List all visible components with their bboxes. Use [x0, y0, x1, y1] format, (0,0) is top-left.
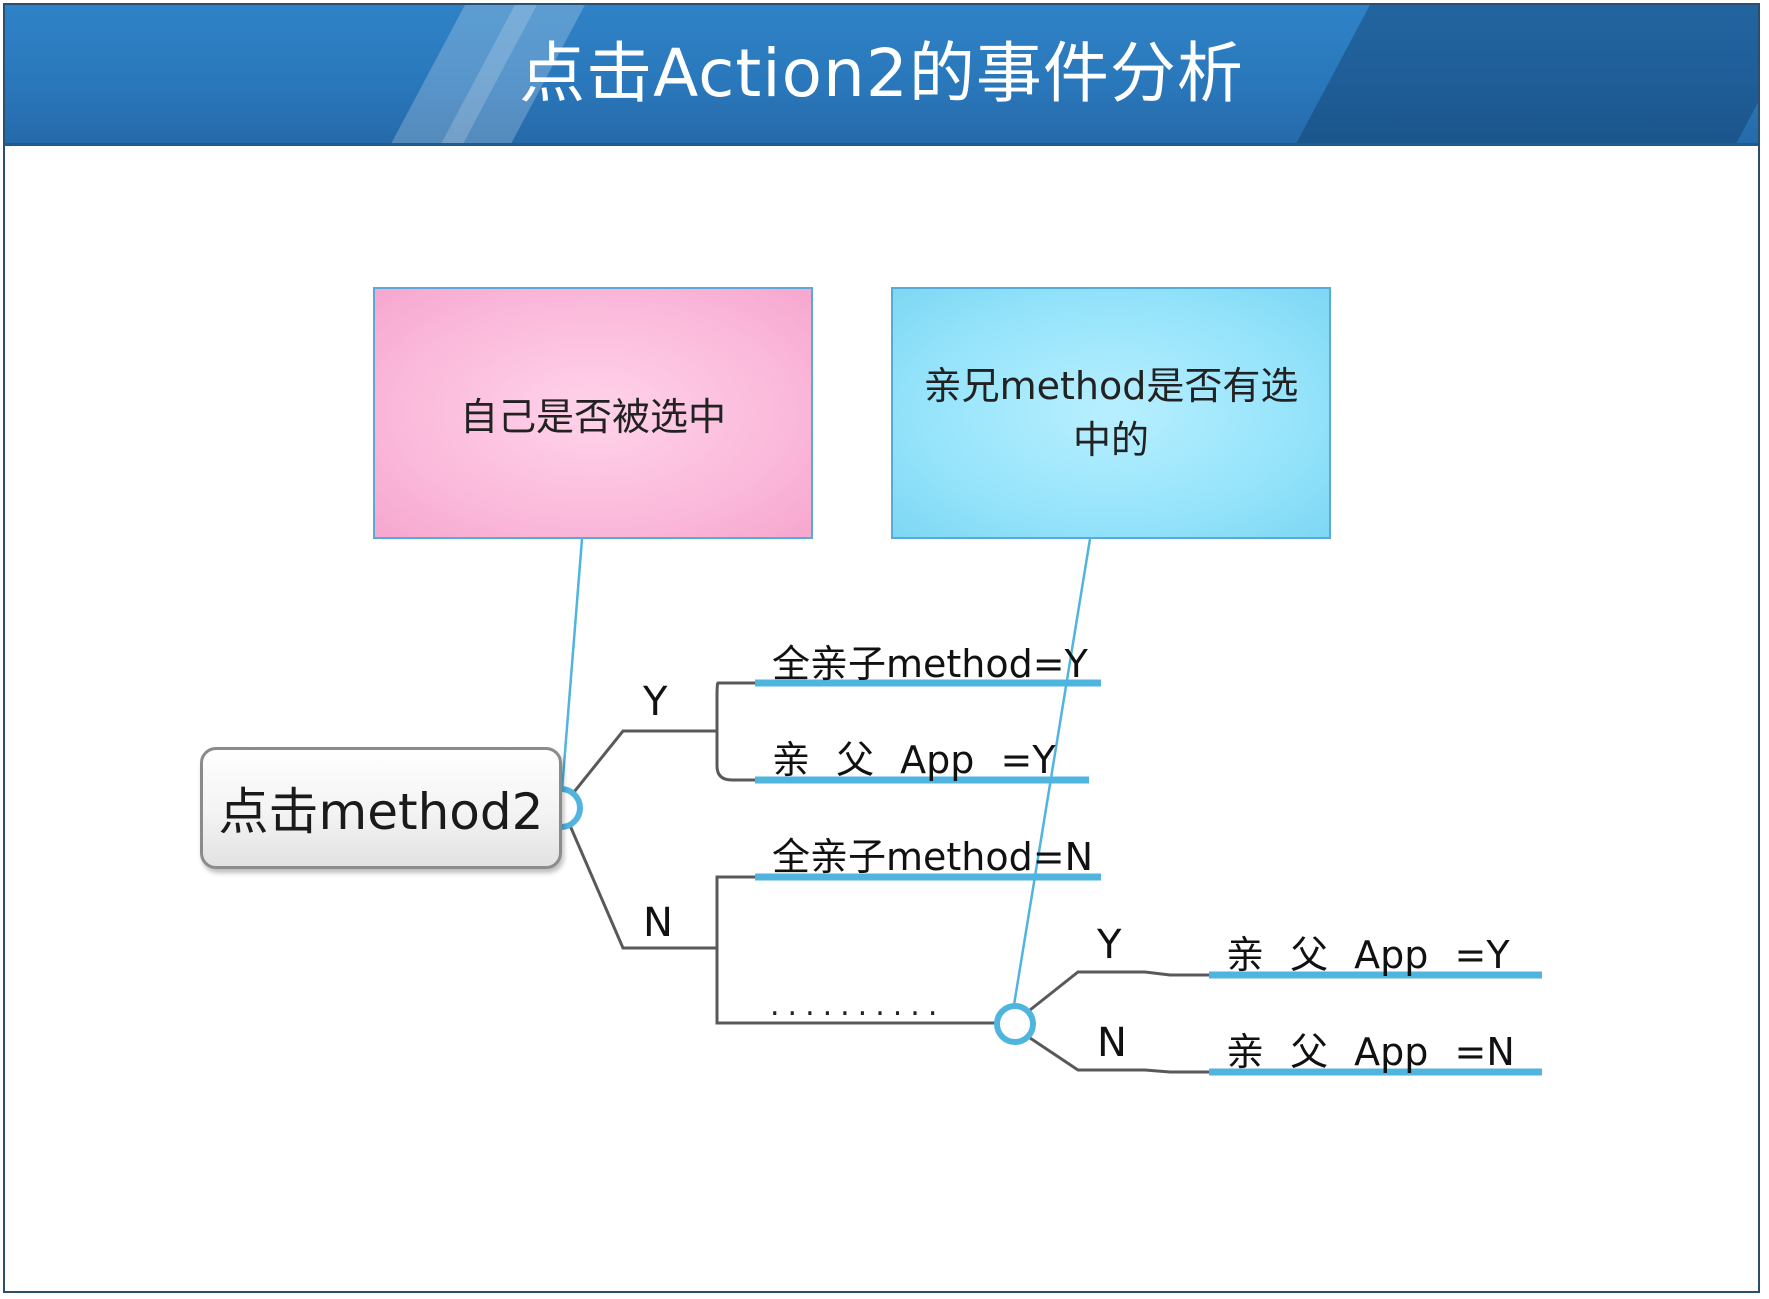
branch-yes-label: Y [643, 679, 668, 725]
connector-root-to-yes [560, 729, 693, 808]
bracket-no [715, 875, 755, 1025]
sub-branch-no-label: N [1097, 1020, 1127, 1066]
connector-root-to-no [560, 806, 693, 950]
sub-branch-yes-label: Y [1097, 922, 1122, 968]
subnode-junction-circle [994, 1003, 1036, 1045]
condition-self-selected-text: 自己是否被选中 [459, 394, 726, 439]
condition-sibling-selected-text: 亲兄method是否有选中的 [923, 364, 1299, 462]
connector-subnode-to-yes [1029, 970, 1209, 1012]
sub-yes-parent-app-label: 亲 父 App =Y [1226, 933, 1510, 977]
connector-subnode-to-no [1029, 1036, 1209, 1074]
callout-line-sibling-selected [1012, 538, 1092, 1006]
branch-no-label: N [643, 900, 673, 946]
root-node: 点击method2 [200, 747, 562, 869]
root-node-label: 点击method2 [218, 783, 544, 841]
bracket-yes [715, 681, 755, 782]
title-banner: 点击Action2的事件分析 [5, 5, 1758, 146]
ellipsis-label: .......... [770, 988, 946, 1023]
callout-line-self-selected [560, 538, 584, 791]
slide-title: 点击Action2的事件分析 [519, 35, 1244, 112]
yes-all-children-label: 全亲子method=Y [772, 642, 1088, 686]
sub-no-parent-app-label: 亲 父 App =N [1226, 1030, 1515, 1074]
condition-box-sibling-selected: 亲兄method是否有选中的 [891, 287, 1331, 539]
slide-frame [3, 3, 1760, 1293]
condition-box-self-selected: 自己是否被选中 [373, 287, 813, 539]
no-all-children-label: 全亲子method=N [772, 835, 1094, 879]
yes-parent-app-label: 亲 父 App =Y [772, 738, 1056, 782]
